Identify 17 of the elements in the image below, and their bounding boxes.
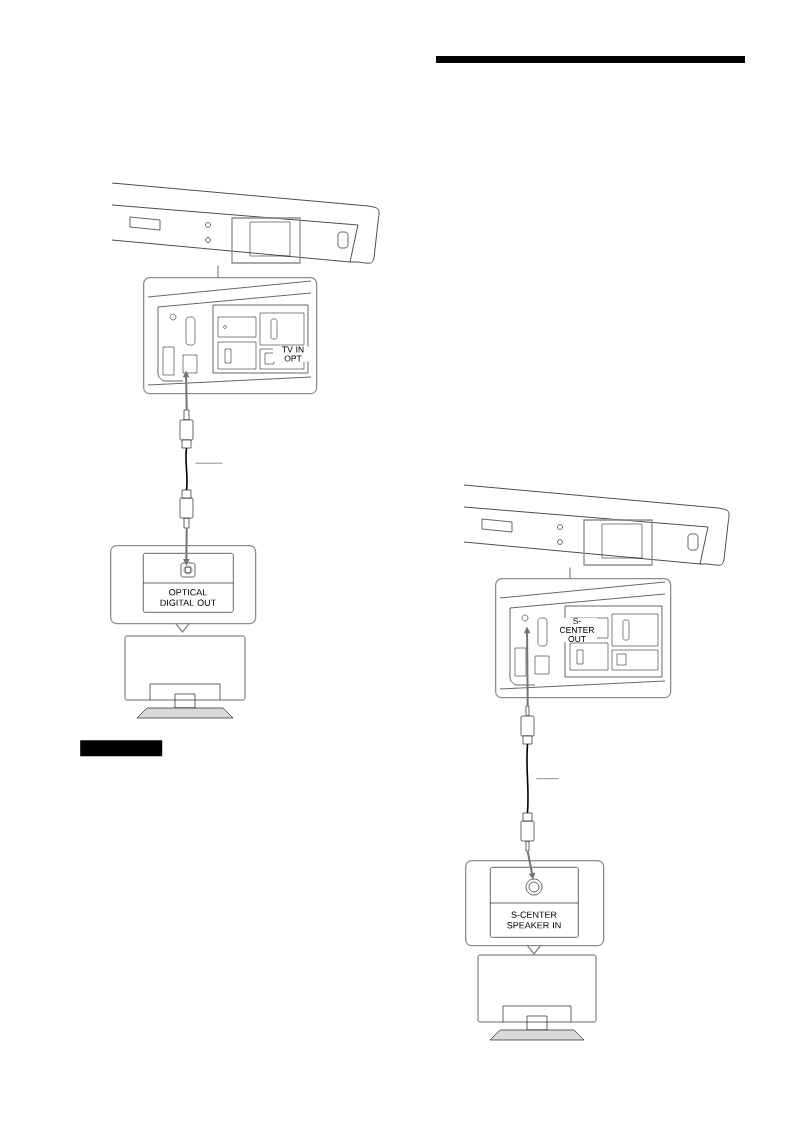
leader-line <box>536 778 559 780</box>
port-panel: S-CENTER SPEAKER IN <box>489 867 579 938</box>
callout-frame <box>465 860 605 955</box>
cable-drawing <box>179 409 194 529</box>
note-heading-bar <box>80 740 163 757</box>
connector-line <box>569 566 571 579</box>
soundbar-drawing <box>463 484 730 566</box>
connector-line <box>217 264 219 278</box>
rear-panel-drawing: S-CENTER OUT <box>495 578 672 699</box>
tv-drawing <box>477 954 597 1041</box>
leader-line <box>195 462 223 464</box>
port-panel: OPTICAL DIGITAL OUT <box>142 553 234 613</box>
soundbar-drawing <box>111 182 380 264</box>
tv-drawing <box>124 635 246 719</box>
rear-panel-drawing: TV IN OPT <box>143 277 318 395</box>
cable-drawing <box>520 705 535 852</box>
callout-frame <box>110 545 257 633</box>
